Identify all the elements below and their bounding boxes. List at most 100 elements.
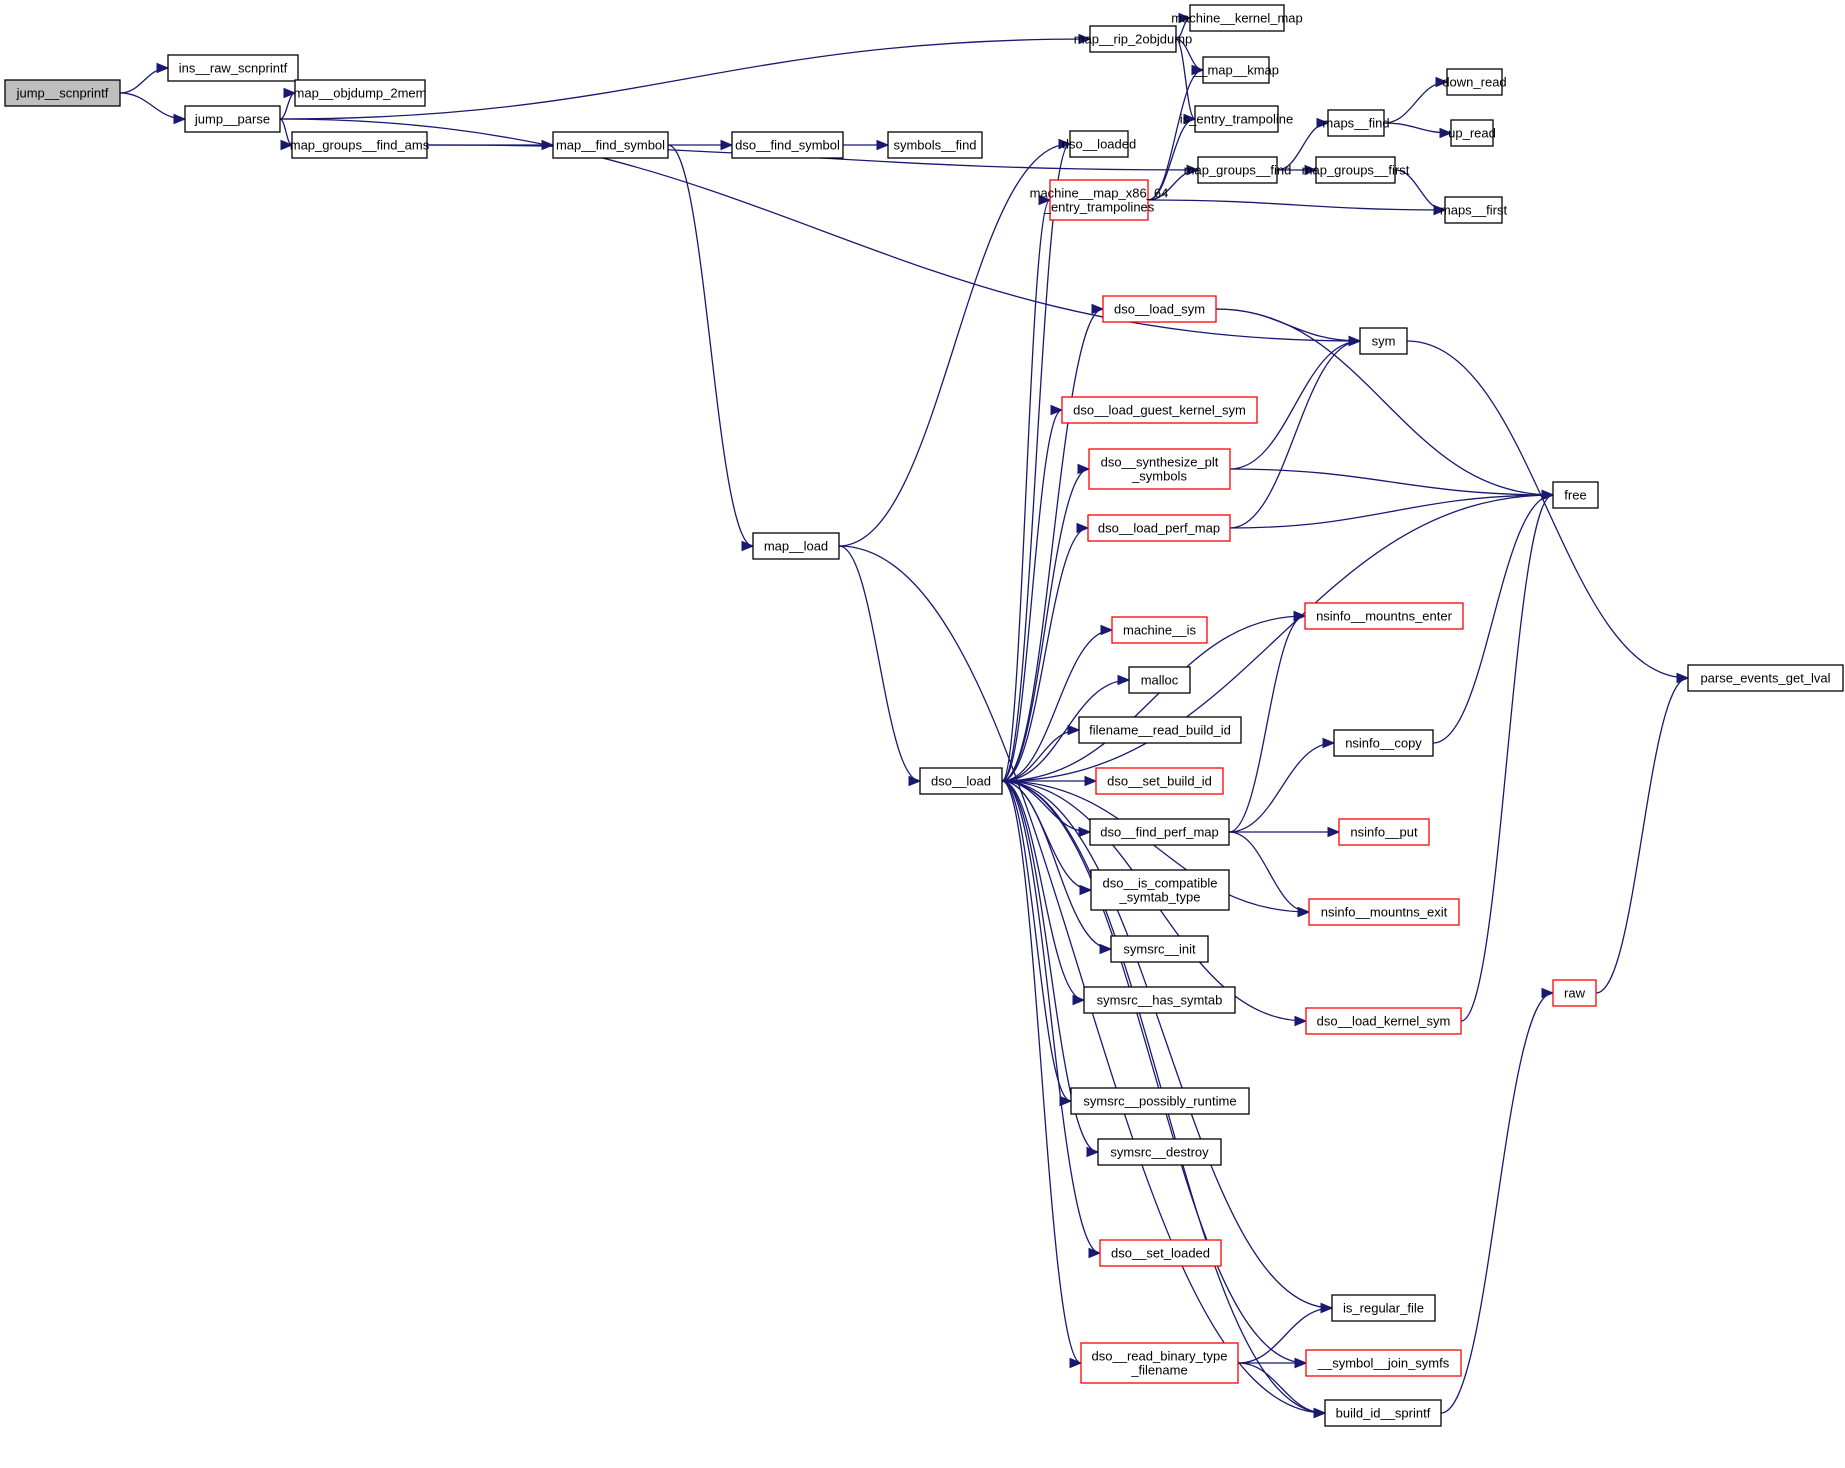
graph-node-dso-set-build-id[interactable]: dso__set_build_id <box>1095 767 1224 795</box>
node-box[interactable] <box>1080 1342 1239 1384</box>
node-box[interactable] <box>4 79 121 107</box>
node-box[interactable] <box>1090 869 1230 911</box>
graph-node-up-read[interactable]: up_read <box>1448 119 1496 147</box>
graph-node-dso-synthesize-plt-symbols[interactable]: dso__synthesize_plt_symbols <box>1088 448 1231 490</box>
graph-node-map-groups-find[interactable]: map_groups__find <box>1184 156 1292 184</box>
node-box[interactable] <box>1099 1239 1222 1267</box>
node-box[interactable] <box>1305 1007 1462 1035</box>
node-box[interactable] <box>1110 935 1209 963</box>
node-box[interactable] <box>294 79 426 107</box>
graph-node-dso-load-kernel-sym[interactable]: dso__load_kernel_sym <box>1305 1007 1462 1035</box>
graph-node-dso-find-symbol[interactable]: dso__find_symbol <box>731 131 844 159</box>
graph-node-symsrc-has-symtab[interactable]: symsrc__has_symtab <box>1083 986 1236 1014</box>
graph-node-dso-load-perf-map[interactable]: dso__load_perf_map <box>1087 514 1231 542</box>
node-box[interactable] <box>1069 130 1129 158</box>
graph-node-map-kmap[interactable]: __map__kmap <box>1192 56 1279 84</box>
graph-node-map-objdump-2mem[interactable]: map__objdump_2mem <box>294 79 427 107</box>
node-box[interactable] <box>1446 68 1503 96</box>
node-box[interactable] <box>1315 156 1396 184</box>
graph-node-down-read[interactable]: down_read <box>1442 68 1507 96</box>
graph-node-parse-events-get-lval[interactable]: parse_events_get_lval <box>1687 664 1844 692</box>
node-box[interactable] <box>1333 729 1434 757</box>
graph-node-ins-raw-scnprintf[interactable]: ins__raw_scnprintf <box>167 54 299 82</box>
graph-node-map-groups-find-ams[interactable]: map_groups__find_ams <box>290 131 430 159</box>
graph-node-nsinfo-put[interactable]: nsinfo__put <box>1338 818 1430 846</box>
graph-node-symbol-join-symfs[interactable]: __symbol__join_symfs <box>1305 1349 1462 1377</box>
node-box[interactable] <box>1088 448 1231 490</box>
graph-node-dso-read-binary-type-filename[interactable]: dso__read_binary_type_filename <box>1080 1342 1239 1384</box>
node-box[interactable] <box>1331 1294 1436 1322</box>
graph-node-is-regular-file[interactable]: is_regular_file <box>1331 1294 1436 1322</box>
node-box[interactable] <box>1089 25 1177 53</box>
node-box[interactable] <box>887 131 983 159</box>
graph-node-build-id-sprintf[interactable]: build_id__sprintf <box>1324 1399 1442 1427</box>
graph-node-map-rip-2objdump[interactable]: map__rip_2objdump <box>1074 25 1193 53</box>
node-box[interactable] <box>1097 1138 1222 1166</box>
graph-node-symsrc-destroy[interactable]: symsrc__destroy <box>1097 1138 1222 1166</box>
graph-node-machine-map-x86-64-entry-trampolines[interactable]: machine__map_x86_64_entry_trampolines <box>1030 179 1169 221</box>
node-box[interactable] <box>919 767 1003 795</box>
graph-node-raw[interactable]: raw <box>1552 979 1597 1007</box>
graph-node-maps-find[interactable]: maps__find <box>1322 109 1390 137</box>
node-box[interactable] <box>1305 1349 1462 1377</box>
node-box[interactable] <box>1338 818 1430 846</box>
graph-node-symsrc-possibly-runtime[interactable]: symsrc__possibly_runtime <box>1070 1087 1250 1115</box>
graph-node-map-groups-first[interactable]: map_groups__first <box>1302 156 1410 184</box>
node-box[interactable] <box>1444 196 1503 224</box>
node-box[interactable] <box>1327 109 1385 137</box>
graph-node-jump-scnprintf[interactable]: jump__scnprintf <box>4 79 121 107</box>
node-box[interactable] <box>1324 1399 1442 1427</box>
node-box[interactable] <box>1089 818 1230 846</box>
graph-node-free[interactable]: free <box>1552 481 1599 509</box>
graph-node-nsinfo-mountns-enter[interactable]: nsinfo__mountns_enter <box>1304 602 1464 630</box>
graph-node-machine-is[interactable]: machine__is <box>1111 616 1208 644</box>
node-box[interactable] <box>1061 396 1258 424</box>
node-box[interactable] <box>1359 327 1408 355</box>
node-box[interactable] <box>552 131 669 159</box>
node-box[interactable] <box>1552 481 1599 509</box>
graph-node-symbols-find[interactable]: symbols__find <box>887 131 983 159</box>
graph-node-map-load[interactable]: map__load <box>752 532 840 560</box>
node-box[interactable] <box>1102 295 1217 323</box>
graph-node-filename-read-build-id[interactable]: filename__read_build_id <box>1078 716 1242 744</box>
node-box[interactable] <box>1111 616 1208 644</box>
node-box[interactable] <box>1194 105 1279 133</box>
node-box[interactable] <box>291 131 428 159</box>
node-box[interactable] <box>1049 179 1149 221</box>
graph-node-dso-loaded[interactable]: dso__loaded <box>1062 130 1136 158</box>
graph-node-is-entry-trampoline[interactable]: is_entry_trampoline <box>1180 105 1293 133</box>
graph-node-map-find-symbol[interactable]: map__find_symbol <box>552 131 669 159</box>
graph-node-dso-is-compatible-symtab-type[interactable]: dso__is_compatible_symtab_type <box>1090 869 1230 911</box>
node-box[interactable] <box>752 532 840 560</box>
graph-node-machine-kernel-map[interactable]: machine__kernel_map <box>1171 4 1303 32</box>
graph-node-dso-load-guest-kernel-sym[interactable]: dso__load_guest_kernel_sym <box>1061 396 1258 424</box>
node-box[interactable] <box>1687 664 1844 692</box>
graph-node-dso-load[interactable]: dso__load <box>919 767 1003 795</box>
node-box[interactable] <box>1087 514 1231 542</box>
node-box[interactable] <box>1095 767 1224 795</box>
node-box[interactable] <box>1128 666 1191 694</box>
graph-node-sym[interactable]: sym <box>1359 327 1408 355</box>
graph-node-maps-first[interactable]: maps__first <box>1440 196 1508 224</box>
node-box[interactable] <box>1202 56 1270 84</box>
node-box[interactable] <box>1552 979 1597 1007</box>
node-box[interactable] <box>731 131 844 159</box>
node-box[interactable] <box>1083 986 1236 1014</box>
node-box[interactable] <box>1450 119 1494 147</box>
node-box[interactable] <box>1197 156 1278 184</box>
graph-node-symsrc-init[interactable]: symsrc__init <box>1110 935 1209 963</box>
graph-node-nsinfo-mountns-exit[interactable]: nsinfo__mountns_exit <box>1308 898 1460 926</box>
node-box[interactable] <box>1189 4 1285 32</box>
node-box[interactable] <box>1078 716 1242 744</box>
graph-node-dso-load-sym[interactable]: dso__load_sym <box>1102 295 1217 323</box>
node-box[interactable] <box>1304 602 1464 630</box>
node-box[interactable] <box>1308 898 1460 926</box>
node-box[interactable] <box>1070 1087 1250 1115</box>
graph-node-malloc[interactable]: malloc <box>1128 666 1191 694</box>
graph-node-dso-set-loaded[interactable]: dso__set_loaded <box>1099 1239 1222 1267</box>
node-box[interactable] <box>167 54 299 82</box>
node-box[interactable] <box>184 105 281 133</box>
graph-node-nsinfo-copy[interactable]: nsinfo__copy <box>1333 729 1434 757</box>
graph-node-dso-find-perf-map[interactable]: dso__find_perf_map <box>1089 818 1230 846</box>
graph-node-jump-parse[interactable]: jump__parse <box>184 105 281 133</box>
